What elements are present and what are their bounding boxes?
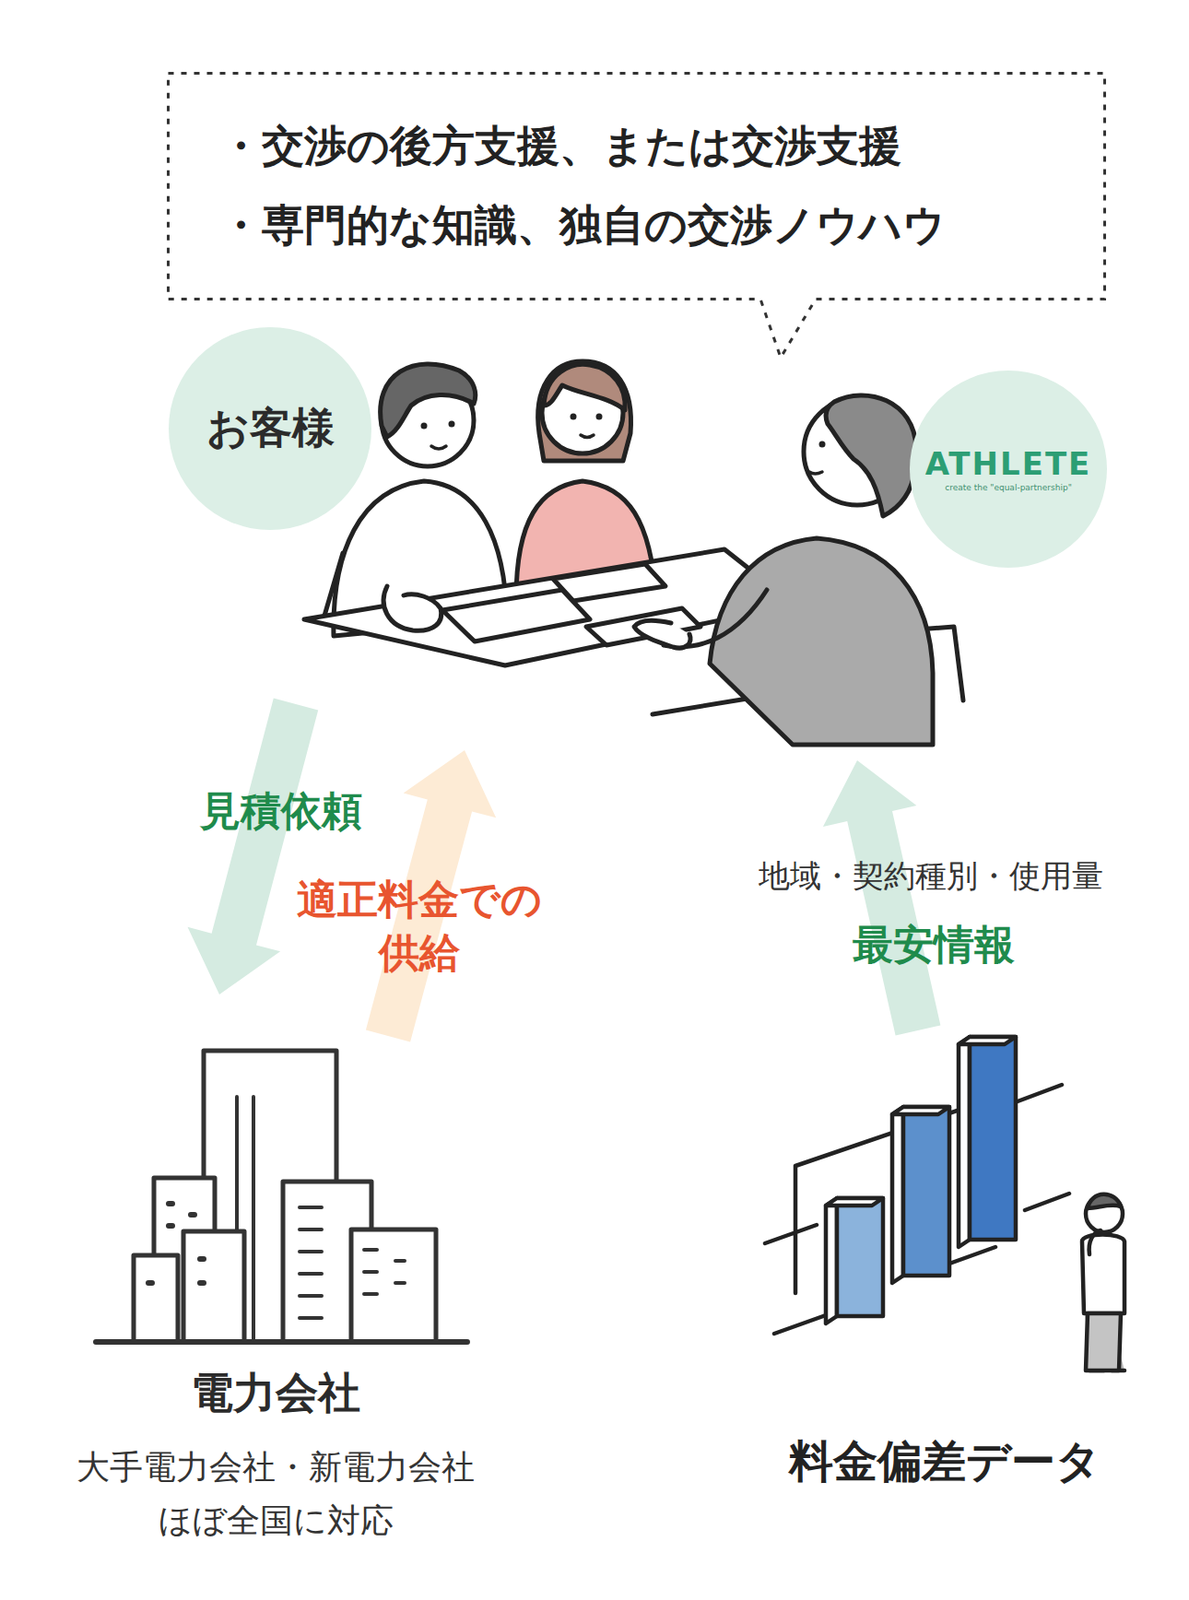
circle-fill <box>909 370 1107 568</box>
arrow-shape <box>823 760 942 1036</box>
chart-icon-part <box>958 1036 1016 1045</box>
meeting-scene-part <box>825 395 917 517</box>
chart-icon-part <box>903 1106 950 1276</box>
meeting-scene-part <box>709 538 933 745</box>
building-icon-part <box>351 1229 436 1343</box>
callout-text: ・専門的な知識、独自の交渉ノウハウ <box>219 185 1089 265</box>
data-node: 料金偏差データ <box>737 1036 1153 1489</box>
meeting-scene-part <box>383 586 442 631</box>
logo-node: ATHLETEcreate the "equal-partnership" <box>909 370 1107 568</box>
chart-icon-part <box>765 1084 1070 1334</box>
note-label: 地域・契約種別・使用量 <box>700 855 1162 896</box>
node-title: 料金偏差データ <box>737 1433 1153 1489</box>
logo-wordmark: ATHLETE <box>925 445 1093 483</box>
chart-icon-part <box>825 1198 883 1206</box>
callout-text: ・交渉の後方支援、または交渉支援 <box>219 105 1089 186</box>
meeting-scene-part <box>543 364 625 411</box>
meeting-scene-part <box>380 364 476 437</box>
callout-node: ・交渉の後方支援、または交渉支援・専門的な知識、独自の交渉ノウハウ <box>165 70 1107 302</box>
meeting-scene-part <box>570 413 577 421</box>
building-icon <box>95 1050 468 1343</box>
circle-content: お客様 <box>168 327 372 530</box>
node-title: 電力会社 <box>45 1365 507 1421</box>
circle-content: ATHLETEcreate the "equal-partnership" <box>909 370 1107 568</box>
meeting-scene-part <box>596 413 603 421</box>
circle-node: お客様 <box>168 327 372 530</box>
meeting-scene-part <box>431 446 447 449</box>
chart-icon-part <box>969 1036 1016 1240</box>
meeting-scene-part <box>634 620 691 648</box>
meeting-scene-part <box>421 423 428 430</box>
building-icon-part <box>299 1207 322 1319</box>
circle-fill <box>168 327 372 530</box>
chart-icon-part <box>836 1198 883 1317</box>
edge-label: 適正料金での 供給 <box>271 872 567 980</box>
edge-label: 見積依頼 <box>165 785 397 837</box>
flow-arrow <box>188 698 319 995</box>
meeting-scene-part <box>448 421 456 428</box>
flow-arrow <box>823 760 942 1036</box>
meeting-scene-part <box>819 441 826 448</box>
building-icon-part <box>95 1339 468 1345</box>
logo-tagline: create the "equal-partnership" <box>944 482 1072 494</box>
speech-bubble <box>165 70 1107 302</box>
company-node: 電力会社大手電力会社・新電力会社 ほぼ全国に対応 <box>45 1041 507 1548</box>
meeting-scene-part <box>809 471 823 474</box>
meeting-scene <box>304 361 964 745</box>
edge-label: 最安情報 <box>811 918 1057 971</box>
chart-icon-part <box>1089 1230 1101 1255</box>
chart-icon <box>765 1036 1125 1371</box>
building-icon-part <box>364 1249 405 1295</box>
bubble-outline <box>168 73 1106 359</box>
chart-icon-part <box>892 1106 950 1115</box>
building-icon-part <box>148 1203 204 1284</box>
meeting-scene-part <box>538 361 632 461</box>
arrow-shape <box>188 698 319 995</box>
building-icon-part <box>133 1255 178 1343</box>
meeting-scene-part <box>580 435 594 438</box>
node-subtitle: 大手電力会社・新電力会社 ほぼ全国に対応 <box>63 1440 488 1548</box>
chart-icon-part <box>1085 1313 1121 1371</box>
circle-label: お客様 <box>206 400 335 458</box>
chart-icon-part <box>1087 1194 1121 1209</box>
meeting-scene-part <box>553 564 666 601</box>
building-icon-part <box>183 1231 245 1343</box>
